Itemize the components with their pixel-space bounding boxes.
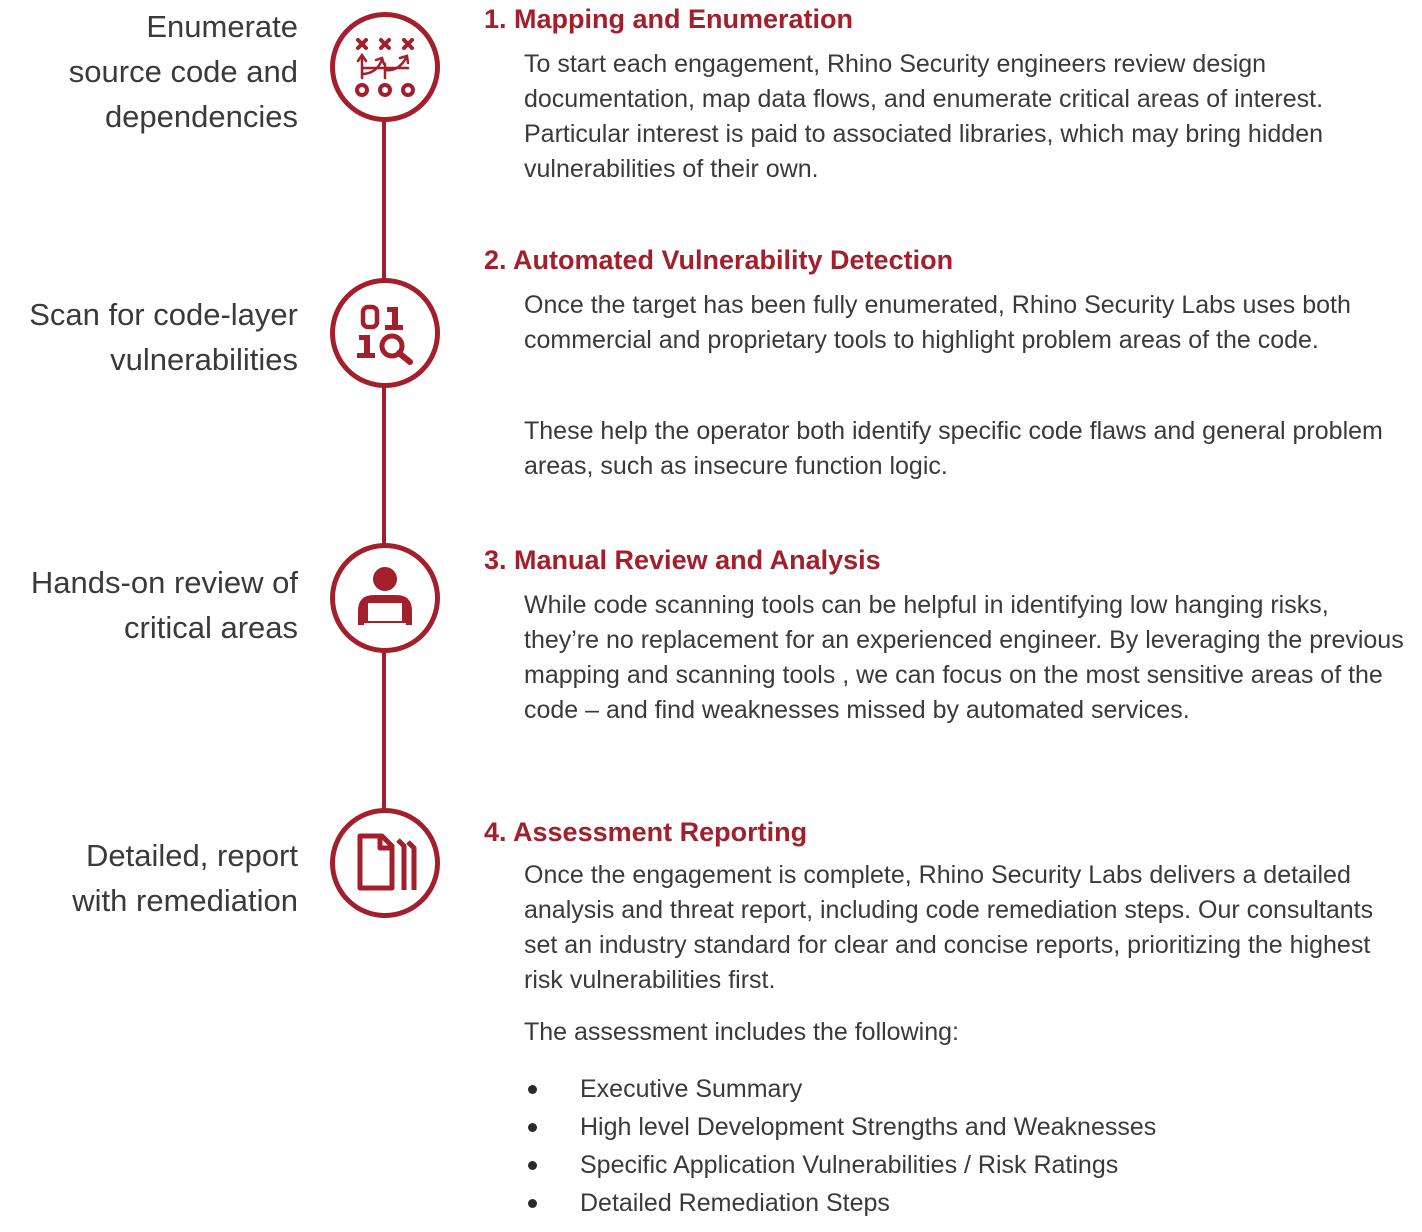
list-item: Detailed Remediation Steps xyxy=(524,1184,1156,1222)
section-paragraph: While code scanning tools can be helpful… xyxy=(524,591,1404,724)
list-item: High level Development Strengths and Wea… xyxy=(524,1108,1156,1146)
stage-label-line: vulnerabilities xyxy=(110,342,298,377)
code-scan-icon-badge xyxy=(330,278,440,388)
documents-icon-badge xyxy=(330,808,440,918)
enumeration-icon-badge xyxy=(330,12,440,122)
stage-label-line: Scan for code-layer xyxy=(29,297,298,332)
engineer-laptop-icon xyxy=(358,567,412,627)
documents-icon xyxy=(357,833,417,891)
timeline-line xyxy=(382,100,386,830)
stage-label-line: dependencies xyxy=(104,99,298,134)
stage-label-report: Detailed, report with remediation xyxy=(72,833,298,923)
assessment-items-list: Executive Summary High level Development… xyxy=(524,1070,1156,1222)
section-heading-mapping: 1. Mapping and Enumeration xyxy=(484,4,854,34)
section-paragraph: To start each engagement, Rhino Security… xyxy=(524,50,1324,183)
list-item: Specific Application Vulnerabilities / R… xyxy=(524,1146,1156,1184)
section-heading-automated: 2. Automated Vulnerability Detection xyxy=(484,245,954,275)
stage-label-enumerate: Enumerate source code and dependencies xyxy=(69,4,298,139)
section-paragraph: Once the engagement is complete, Rhino S… xyxy=(524,861,1374,994)
section-paragraph: The assessment includes the following: xyxy=(524,1018,959,1046)
enumeration-icon xyxy=(355,38,415,97)
stage-label-line: critical areas xyxy=(124,610,298,645)
stage-label-review: Hands-on review of critical areas xyxy=(31,560,298,650)
stage-label-line: source code and xyxy=(68,54,298,89)
section-heading-manual: 3. Manual Review and Analysis xyxy=(484,545,881,575)
code-scan-icon xyxy=(357,304,413,365)
stage-label-scan: Scan for code-layer vulnerabilities xyxy=(29,292,298,382)
stage-label-line: Enumerate xyxy=(146,9,298,44)
engineer-laptop-icon-badge xyxy=(330,543,440,653)
list-item: Executive Summary xyxy=(524,1070,1156,1108)
section-paragraph: These help the operator both identify sp… xyxy=(524,417,1383,480)
stage-label-line: with remediation xyxy=(72,883,298,918)
stage-label-line: Detailed, report xyxy=(86,838,298,873)
stage-label-line: Hands-on review of xyxy=(30,565,298,600)
section-paragraph: Once the target has been fully enumerate… xyxy=(524,291,1351,354)
section-heading-reporting: 4. Assessment Reporting xyxy=(484,817,808,847)
